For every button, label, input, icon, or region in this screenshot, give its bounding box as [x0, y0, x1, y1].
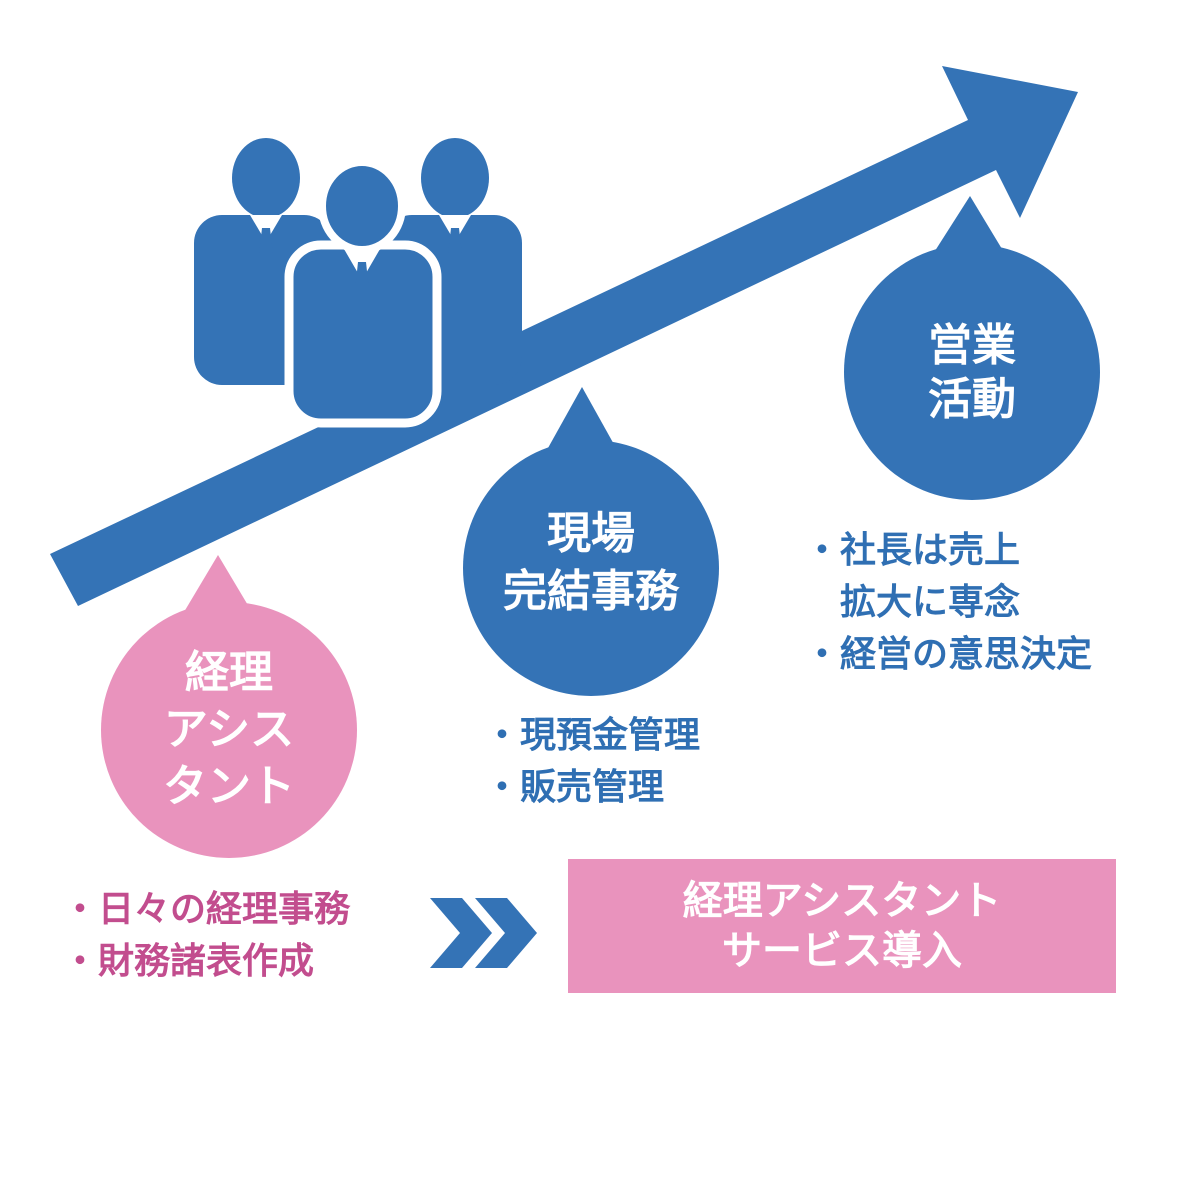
bullet-mark: ・	[484, 715, 521, 756]
list-item: ・経営の意思決定	[804, 629, 1092, 681]
cta-line: 経理アシスタント	[682, 878, 1002, 924]
label-line: タント	[163, 761, 295, 812]
list-item: ・財務諸表作成	[62, 936, 350, 988]
double-chevron-right-icon	[430, 898, 537, 968]
label-line: 現場	[547, 508, 635, 559]
list-item-text: 経営の意思決定	[840, 634, 1093, 675]
cta-label: 経理アシスタント サービス導入	[568, 876, 1116, 976]
bubble-accounting	[101, 555, 357, 858]
list-item-text: 販売管理	[520, 767, 665, 808]
label-line: 経理	[185, 647, 273, 698]
bullet-mark: ・	[804, 530, 841, 571]
cta-box	[568, 859, 1116, 993]
growth-arrow-icon	[50, 66, 1078, 606]
list-item-text: 社長は売上	[840, 530, 1021, 571]
list-item-text: 財務諸表作成	[98, 941, 315, 982]
label-accounting: 経理 アシス タント	[129, 644, 329, 815]
label-sales: 営業 活動	[882, 319, 1062, 427]
bullet-mark: ・	[62, 889, 99, 930]
label-field: 現場 完結事務	[471, 505, 711, 621]
bubble-sales	[844, 196, 1100, 500]
bullets-sales: ・社長は売上 拡大に専念 ・経営の意思決定	[804, 525, 1092, 681]
bullet-mark: ・	[804, 634, 841, 675]
business-people-icon	[194, 138, 522, 428]
label-line: 営業	[928, 320, 1016, 371]
list-item-text: 現預金管理	[520, 715, 701, 756]
label-line: アシス	[163, 704, 295, 755]
cta-line: サービス導入	[722, 928, 962, 974]
bubble-field	[463, 387, 719, 696]
bullets-accounting: ・日々の経理事務 ・財務諸表作成	[62, 884, 350, 988]
list-item: 拡大に専念	[804, 577, 1092, 629]
label-line: 完結事務	[503, 566, 679, 617]
bullets-field: ・現預金管理 ・販売管理	[484, 710, 700, 814]
bullet-mark: ・	[484, 767, 521, 808]
list-item-text: 日々の経理事務	[98, 889, 351, 930]
bullet-mark: ・	[62, 941, 99, 982]
label-line: 活動	[928, 374, 1016, 425]
list-item: ・社長は売上	[804, 525, 1092, 577]
list-item: ・現預金管理	[484, 710, 700, 762]
person-center-icon	[284, 158, 442, 428]
list-item: ・販売管理	[484, 762, 700, 814]
list-item-text: 拡大に専念	[840, 582, 1021, 623]
list-item: ・日々の経理事務	[62, 884, 350, 936]
